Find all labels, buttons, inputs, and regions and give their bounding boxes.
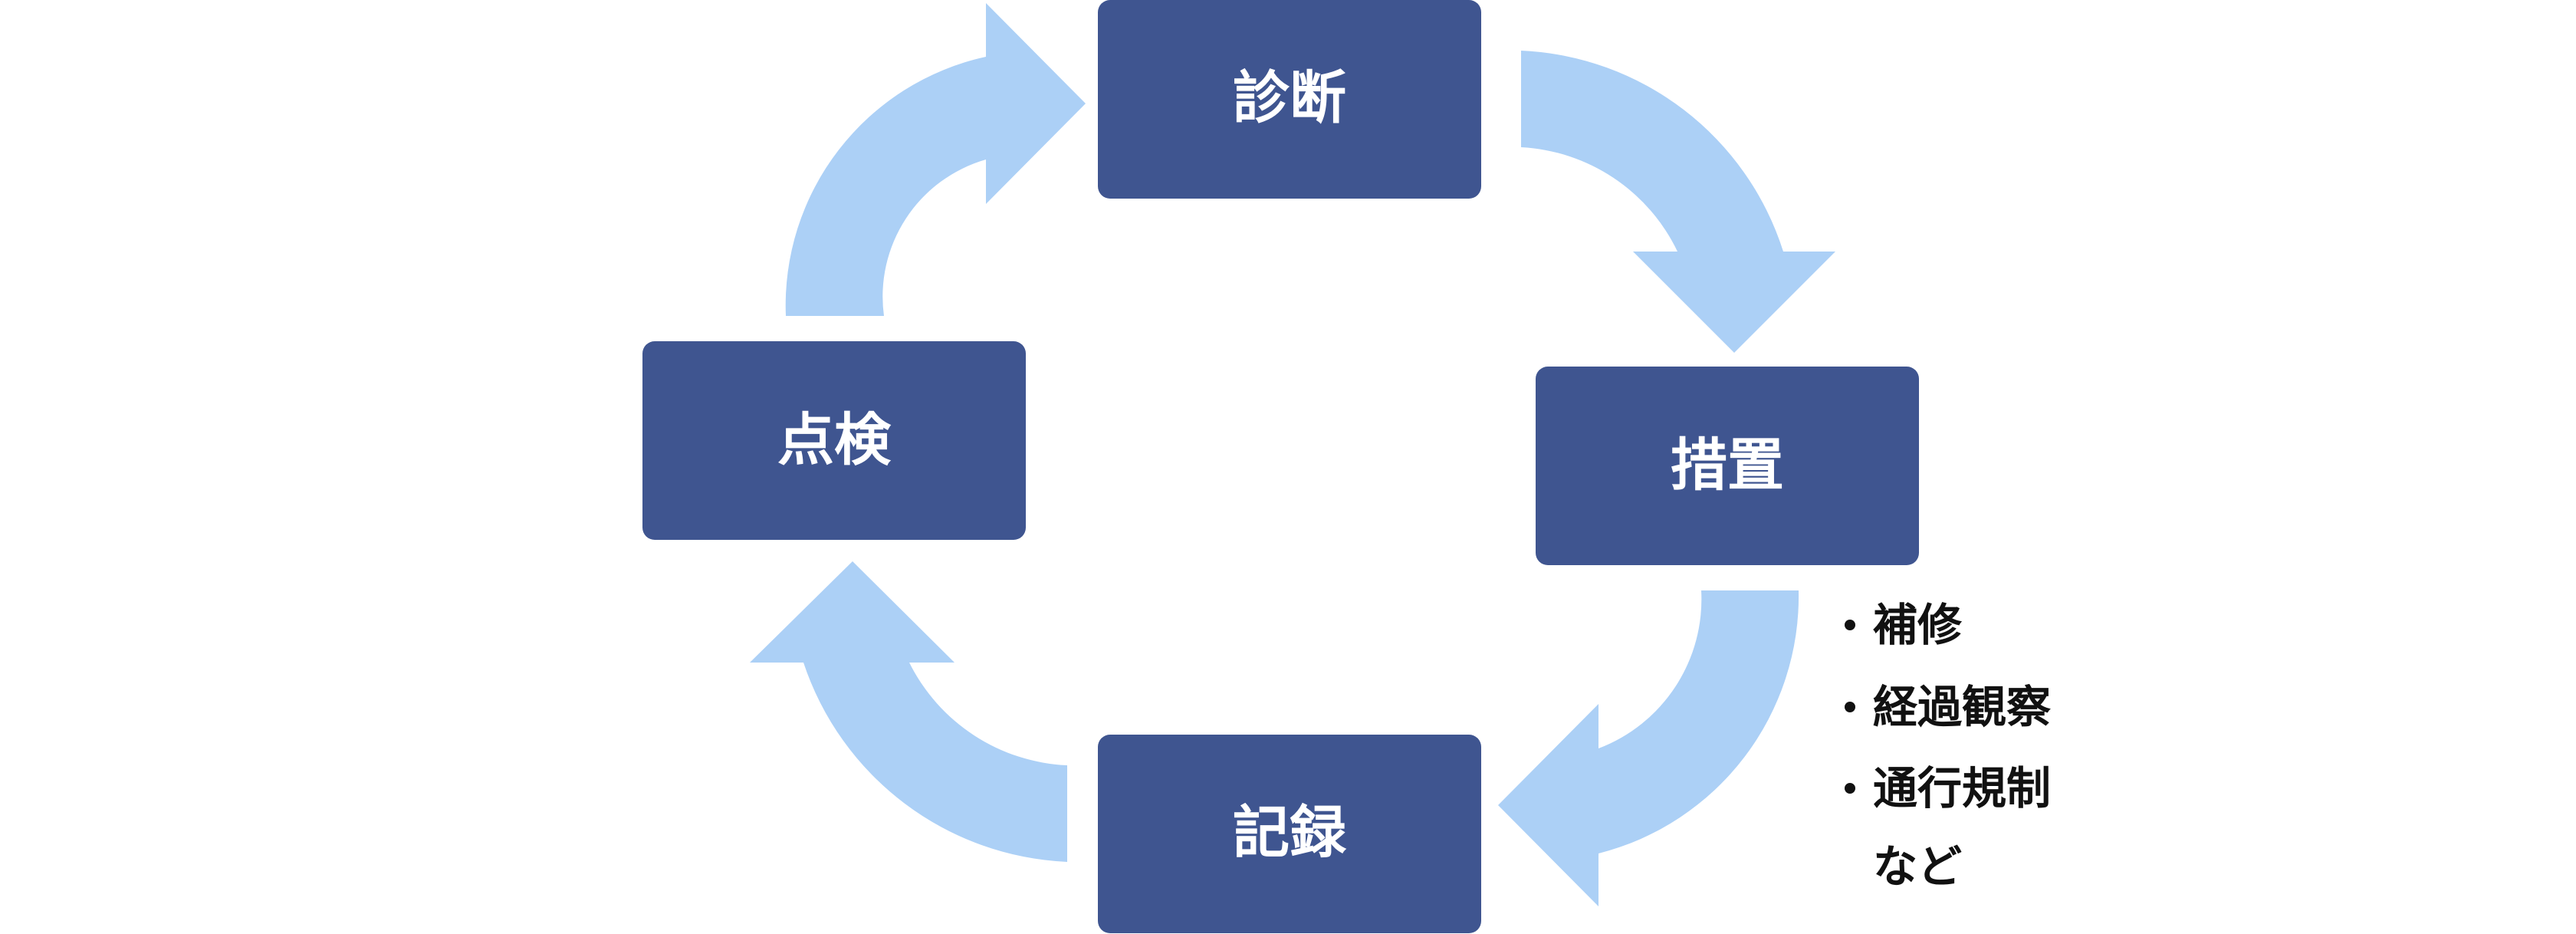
node-record: 記録 [1098, 735, 1481, 933]
node-diagnosis-label: 診断 [1233, 65, 1346, 131]
arrow-diagnosis-to-measures [1521, 51, 1835, 353]
measures-notes: 補修 経過観察 通行規制 など [1845, 599, 2051, 893]
node-measures: 措置 [1536, 367, 1919, 565]
note-item-observation: 経過観察 [1873, 681, 2051, 733]
note-trailer: など [1873, 840, 1962, 893]
node-diagnosis-box [1098, 0, 1481, 199]
node-inspection-box [642, 341, 1026, 540]
node-measures-box [1536, 367, 1919, 565]
arrow-inspection-to-diagnosis [785, 3, 1086, 316]
note-item-traffic-control: 通行規制 [1873, 762, 2051, 814]
bullet-dot [1845, 783, 1855, 794]
bullet-dot [1845, 702, 1855, 712]
arrow-measures-to-record [1498, 590, 1799, 906]
node-inspection: 点検 [642, 341, 1026, 540]
node-inspection-label: 点検 [777, 407, 892, 473]
arrow-record-to-inspection [750, 561, 1067, 862]
node-record-box [1098, 735, 1481, 933]
bullet-dot [1845, 620, 1855, 630]
node-measures-label: 措置 [1671, 432, 1784, 498]
note-item-repair: 補修 [1873, 599, 1963, 651]
node-diagnosis: 診断 [1098, 0, 1481, 199]
node-record-label: 記録 [1233, 800, 1347, 866]
